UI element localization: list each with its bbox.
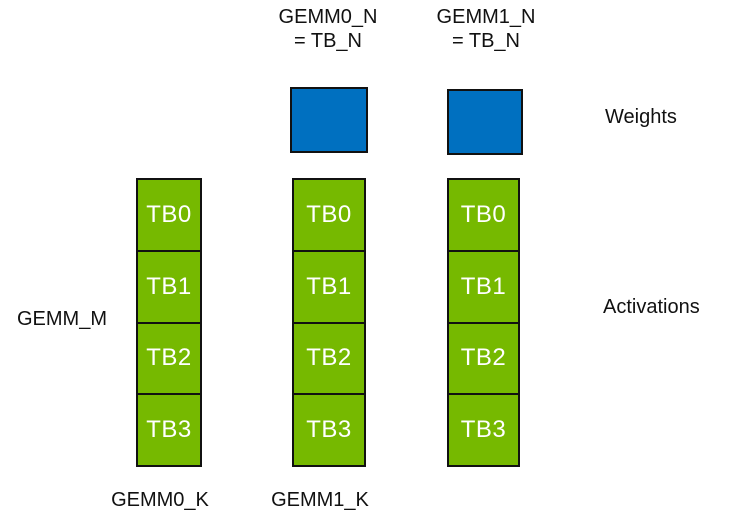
- gemm0-weight-tile: [290, 87, 368, 153]
- gemm1-n-label-line1: GEMM1_N: [436, 6, 536, 28]
- tb-cell: TB3: [138, 393, 200, 465]
- activations-label: Activations: [603, 296, 700, 318]
- tb-cell: TB0: [138, 180, 200, 250]
- gemm1-weight-tile: [447, 89, 523, 155]
- weights-label: Weights: [605, 106, 677, 128]
- gemm0-n-label-line1: GEMM0_N: [278, 6, 378, 28]
- tb-cell: TB1: [294, 249, 364, 322]
- gemm0-n-label: GEMM0_N = TB_N: [238, 5, 418, 53]
- tb-cell: TB0: [449, 180, 518, 250]
- gemm-m-label: GEMM_M: [17, 308, 107, 330]
- tb-cell: TB2: [294, 321, 364, 394]
- gemm1-k-label: GEMM1_K: [271, 489, 369, 511]
- gemm0-k-label: GEMM0_K: [111, 489, 209, 511]
- gemm0-n-label-line2: = TB_N: [294, 30, 362, 52]
- tb-cell: TB0: [294, 180, 364, 250]
- tb-cell: TB3: [294, 393, 364, 465]
- tb-cell: TB1: [138, 249, 200, 322]
- tb-cell: TB1: [449, 249, 518, 322]
- activation-column-2: TB0 TB1 TB2 TB3: [447, 178, 520, 467]
- activation-column-1: TB0 TB1 TB2 TB3: [292, 178, 366, 467]
- tb-cell: TB3: [449, 393, 518, 465]
- activation-column-0: TB0 TB1 TB2 TB3: [136, 178, 202, 467]
- gemm1-n-label: GEMM1_N = TB_N: [396, 5, 576, 53]
- tb-cell: TB2: [138, 321, 200, 394]
- tb-cell: TB2: [449, 321, 518, 394]
- gemm1-n-label-line2: = TB_N: [452, 30, 520, 52]
